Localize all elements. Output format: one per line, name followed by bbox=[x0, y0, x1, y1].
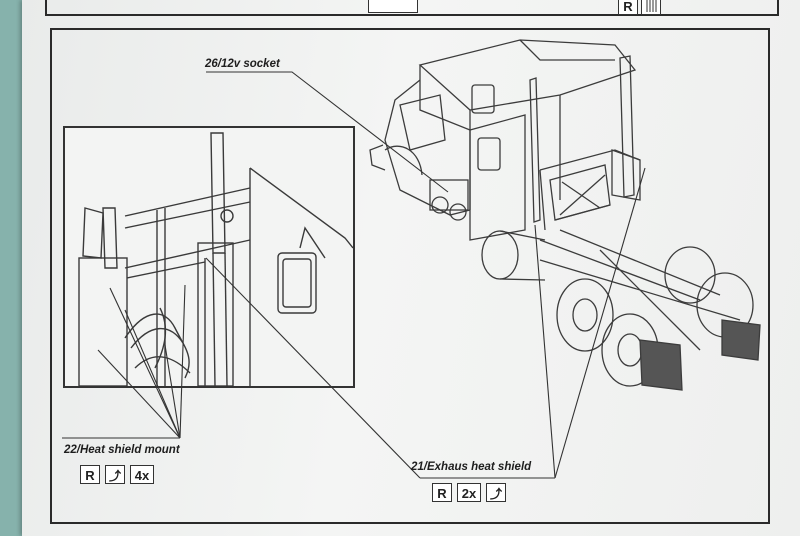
stripes-icon bbox=[641, 0, 661, 15]
rotate-arrow-icon: ⤴ bbox=[486, 483, 506, 502]
rotate-arrow-icon: ⤴ bbox=[105, 465, 125, 484]
remove-symbol: R bbox=[80, 465, 100, 484]
detail-drawing bbox=[78, 132, 353, 386]
detail-inset bbox=[63, 126, 355, 388]
previous-step-symbols bbox=[368, 0, 418, 13]
quantity-badge: 2x bbox=[457, 483, 481, 502]
exhaust-heat-shield-callout: 21/Exhaus heat shield bbox=[411, 461, 532, 473]
previous-step-frame bbox=[45, 0, 779, 16]
socket-callout: 26/12v socket bbox=[205, 58, 280, 70]
step-frame bbox=[50, 28, 770, 524]
quantity-badge: 4x bbox=[130, 465, 154, 484]
remove-symbol-top: R bbox=[618, 0, 638, 15]
heat-shield-mount-callout: 22/Heat shield mount bbox=[64, 444, 180, 456]
remove-symbol: R bbox=[432, 483, 452, 502]
